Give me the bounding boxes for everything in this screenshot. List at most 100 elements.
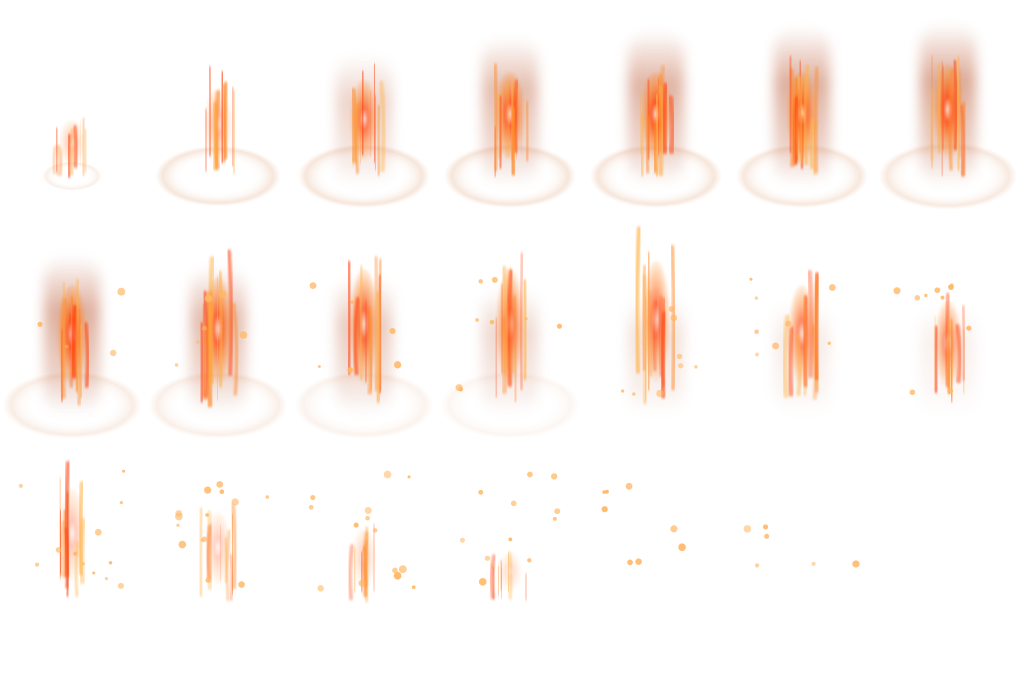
flame-body	[929, 54, 967, 177]
spark	[621, 389, 625, 393]
spark	[508, 537, 513, 542]
spark	[527, 471, 533, 478]
spark	[81, 562, 85, 566]
spark	[656, 389, 664, 398]
spark-particles	[18, 469, 126, 589]
spark	[204, 486, 212, 494]
spark	[478, 578, 487, 586]
spark	[195, 340, 200, 344]
spark	[393, 571, 402, 580]
spark	[353, 522, 359, 528]
spark	[490, 563, 495, 568]
spark	[18, 483, 23, 488]
flame-body	[782, 269, 821, 400]
frame-7	[878, 23, 1018, 210]
spark	[754, 563, 760, 568]
spark	[347, 367, 354, 374]
frame-17	[308, 470, 416, 603]
spark-particles	[37, 287, 126, 357]
flame-body	[492, 63, 530, 177]
spark	[491, 276, 498, 283]
flame-body	[786, 55, 820, 176]
spark	[940, 295, 945, 300]
spark-particles	[749, 277, 836, 357]
spark	[178, 540, 187, 549]
spark	[749, 277, 753, 281]
flame-body	[347, 523, 377, 603]
flame-body	[638, 65, 676, 177]
flame-body	[349, 63, 387, 177]
spark	[489, 319, 495, 325]
spark	[383, 470, 392, 479]
frame-18	[459, 471, 561, 601]
spark	[110, 349, 117, 357]
spark	[754, 329, 759, 335]
spark	[389, 327, 396, 335]
spark	[934, 287, 941, 294]
frame-1	[42, 117, 102, 191]
spark	[924, 293, 928, 298]
frame-5	[590, 30, 722, 208]
frame-13	[749, 269, 836, 415]
spark	[117, 287, 126, 296]
spark	[510, 500, 517, 507]
spark	[216, 481, 224, 488]
spark	[175, 509, 183, 517]
spark	[556, 323, 563, 329]
spark	[265, 495, 270, 499]
spark	[635, 558, 642, 565]
frame-3	[298, 54, 430, 208]
flame-body	[489, 551, 529, 601]
spark	[92, 571, 96, 575]
spark	[950, 283, 954, 287]
spark	[604, 489, 609, 494]
frame-16	[174, 481, 270, 602]
spark	[393, 361, 402, 369]
spark	[478, 279, 483, 284]
frame-20	[743, 524, 860, 568]
frame-19	[601, 482, 686, 566]
spark	[811, 561, 816, 566]
spark-particles	[601, 482, 686, 566]
spark	[743, 525, 752, 533]
frame-12	[621, 226, 698, 415]
frame-15	[18, 460, 126, 598]
spark	[309, 282, 317, 290]
spark	[204, 294, 213, 303]
spark	[218, 290, 227, 299]
spark-particles	[174, 481, 270, 588]
spark	[484, 555, 491, 561]
spark-particles	[743, 524, 860, 568]
spark-particles	[174, 290, 248, 367]
spark	[550, 473, 558, 480]
frame-11	[440, 252, 580, 439]
spark	[524, 317, 528, 321]
spark	[398, 565, 407, 574]
spark	[310, 494, 316, 501]
spark	[73, 551, 78, 556]
spark	[205, 577, 211, 583]
spark	[947, 388, 954, 395]
spark	[205, 513, 209, 517]
frame-6	[736, 26, 868, 208]
frame-4	[444, 37, 576, 208]
spark	[478, 489, 484, 495]
spark	[893, 287, 901, 295]
frame-2	[155, 66, 281, 207]
flame-body	[203, 66, 236, 174]
spark	[455, 384, 463, 392]
spark	[55, 547, 62, 553]
spark	[200, 538, 205, 543]
spark	[64, 344, 69, 349]
spark	[627, 559, 633, 566]
spark	[475, 318, 479, 322]
spark	[407, 475, 411, 479]
spark	[119, 500, 123, 505]
flame-body	[634, 226, 676, 405]
spark	[308, 504, 314, 510]
spark	[108, 560, 113, 565]
spark	[554, 508, 561, 515]
spark	[317, 585, 324, 592]
frame-14	[893, 283, 976, 415]
